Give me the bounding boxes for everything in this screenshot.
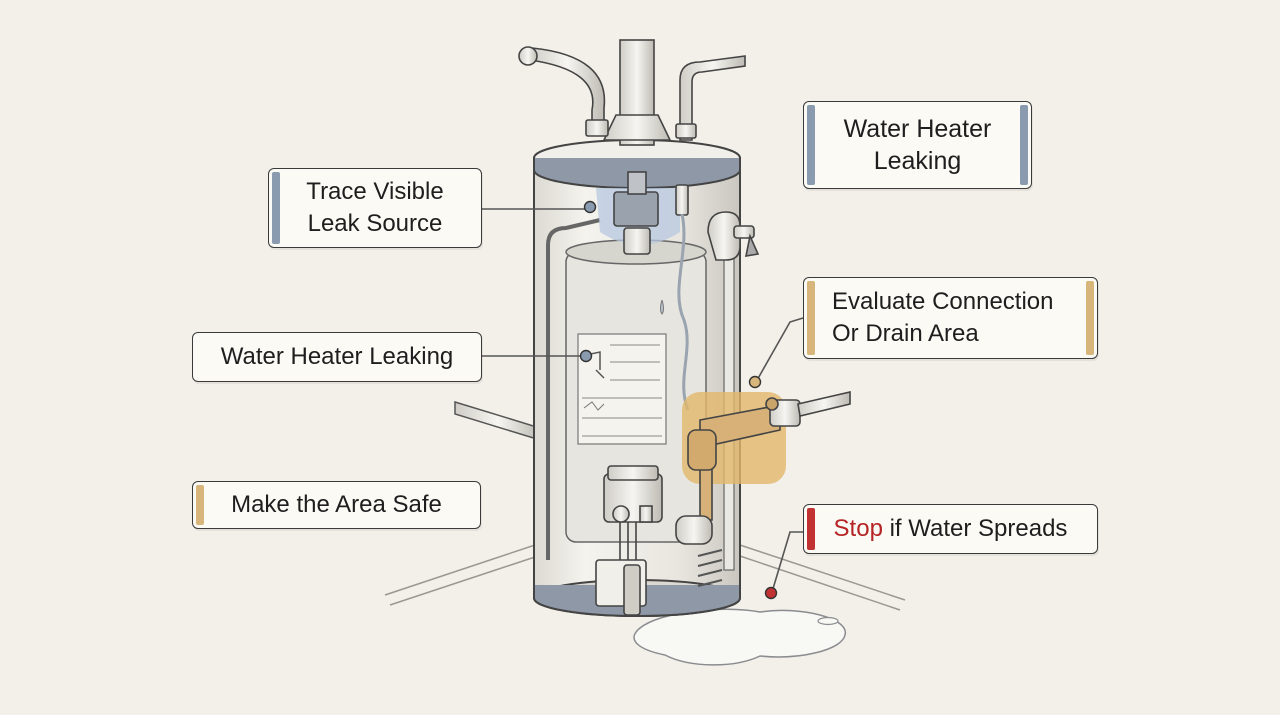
trace-callout-dot <box>583 200 597 214</box>
stop-text: Stop if Water Spreads <box>834 513 1068 545</box>
trace-line-1: Trace Visible <box>306 178 444 205</box>
title-line-2: Leaking <box>873 147 962 175</box>
water-heater-leaking-label: Water Heater Leaking <box>192 332 482 382</box>
room-corner <box>384 544 906 611</box>
gas-control-valve <box>595 465 663 616</box>
water-drip <box>677 213 690 411</box>
top-pipes <box>518 39 746 255</box>
evaluate-line-2: Or Drain Area <box>832 320 979 347</box>
evaluate-callout-dot <box>748 375 762 389</box>
stop-if-water-spreads-label: Stop if Water Spreads <box>803 504 1098 554</box>
water-puddle <box>633 608 846 666</box>
trace-line-2: Leak Source <box>307 210 443 237</box>
title-line-1: Water Heater <box>843 115 992 143</box>
callout-connectors <box>480 208 804 593</box>
safe-text: Make the Area Safe <box>231 491 442 518</box>
relief-valve <box>707 211 760 261</box>
evaluate-line-1: Evaluate Connection <box>832 288 1054 315</box>
make-area-safe-label: Make the Area Safe <box>192 481 481 529</box>
trace-leak-label: Trace Visible Leak Source <box>268 168 482 248</box>
title-label: Water Heater Leaking <box>803 101 1032 189</box>
evaluate-connection-label: Evaluate Connection Or Drain Area <box>803 277 1098 359</box>
stop-rest: if Water Spreads <box>882 515 1068 542</box>
stop-word: Stop <box>833 515 883 542</box>
drain-connection <box>675 390 851 545</box>
heater-callout-dot <box>579 349 593 363</box>
heater-text: Water Heater Leaking <box>220 343 454 370</box>
stop-callout-dot <box>764 586 778 600</box>
